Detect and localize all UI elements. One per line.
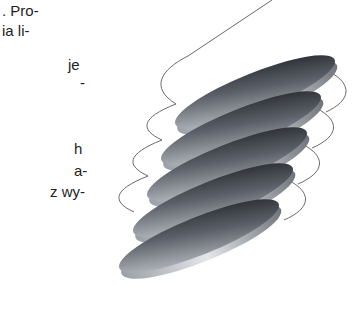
text-fragment: . Pro- (2, 2, 39, 19)
text-fragment: - (80, 74, 85, 91)
wire-loop (147, 104, 176, 140)
text-fragment: a- (74, 162, 87, 179)
text-fragment: je (68, 56, 80, 73)
text-fragment: ia li- (2, 22, 30, 39)
wire-loop (119, 176, 148, 212)
wire-loop (133, 140, 162, 176)
leader-line (188, 0, 272, 56)
text-fragment: h (74, 140, 82, 157)
text-fragment: z wy- (50, 183, 85, 200)
disc (112, 186, 288, 292)
wire-loop (161, 56, 188, 104)
